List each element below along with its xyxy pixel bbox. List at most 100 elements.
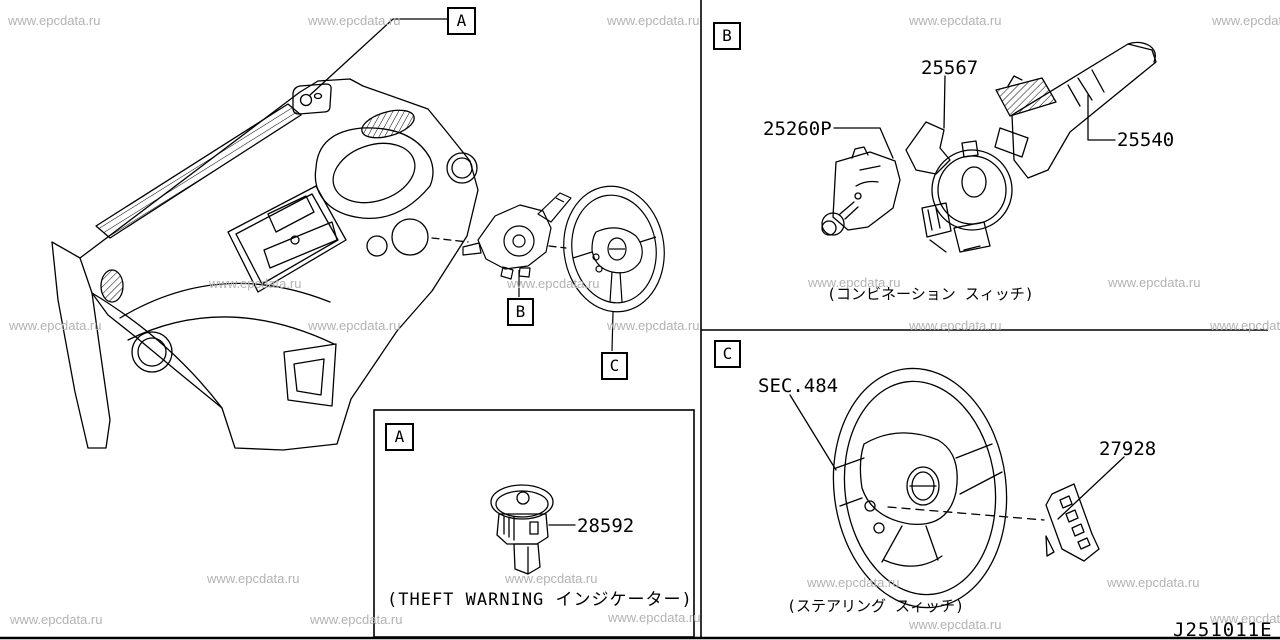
section-b-letter: B xyxy=(722,26,732,45)
switch-button-1 xyxy=(1059,495,1073,509)
diagram-code: J251011E xyxy=(1173,619,1273,640)
hub-pad xyxy=(591,227,643,274)
emblem xyxy=(607,237,627,261)
side-vent-inner xyxy=(451,157,473,179)
connector-block-1 xyxy=(921,202,952,238)
wheel-emblem-outer xyxy=(906,466,940,506)
console-vent-outer xyxy=(131,331,173,373)
section-b-label-box: B xyxy=(713,22,741,50)
connector-tab-2 xyxy=(518,267,531,278)
steering-switch-body xyxy=(1045,483,1100,562)
leader-25567 xyxy=(943,75,946,129)
hazard-button xyxy=(290,235,300,245)
callout-b-letter: B xyxy=(515,302,526,321)
column-dial-large xyxy=(391,218,429,256)
console-opening-inner xyxy=(293,358,325,396)
stalk-upper xyxy=(537,192,572,223)
stalk-tip xyxy=(1127,41,1156,63)
dashboard-outline xyxy=(79,78,479,451)
wheel-spoke-b1 xyxy=(881,525,903,563)
section-c-caption: (ステアリング スィッチ) xyxy=(787,597,965,615)
wheel-spoke-r1 xyxy=(955,443,993,459)
rim-outer xyxy=(563,185,665,313)
section-a-letter: A xyxy=(394,427,405,446)
spiral-cable-fins xyxy=(905,121,951,175)
defroster-grille xyxy=(95,103,302,239)
callout-a-letter: A xyxy=(456,11,467,30)
wheel-spoke-l2 xyxy=(839,497,863,507)
leader-27928 xyxy=(1057,456,1125,520)
callout-box-c: C xyxy=(601,352,628,380)
wiper-mount-tab xyxy=(1007,75,1023,87)
indicator-hole xyxy=(299,93,313,107)
dash-link-1 xyxy=(431,237,469,243)
stalk-band-3 xyxy=(1091,69,1105,93)
turnsignal-screw xyxy=(854,192,862,200)
spoke-lower-2 xyxy=(619,271,623,303)
section-a-label-box: A xyxy=(385,423,414,451)
turnsignal-detail-1 xyxy=(859,165,881,171)
switch-tab xyxy=(1045,535,1055,557)
indicator-stem xyxy=(513,543,541,575)
wheel-spoke-l1 xyxy=(835,457,865,469)
connector-feet xyxy=(929,239,981,253)
leader-25540 xyxy=(1087,94,1116,141)
wheel-spoke-b2 xyxy=(925,525,939,561)
center-stack-audio xyxy=(263,221,338,269)
cluster-hood xyxy=(314,127,434,220)
dash-link-wheel-switch xyxy=(887,506,1045,521)
wiper-mount-face xyxy=(995,77,1057,117)
wheel-rim-inner xyxy=(843,380,997,596)
a-pillar-trim xyxy=(51,241,111,449)
wheel-hole-2 xyxy=(873,522,885,534)
spoke-hole-1 xyxy=(592,253,600,261)
stalk-left xyxy=(462,242,482,256)
section-a-box xyxy=(373,409,695,638)
lower-sweep xyxy=(91,292,223,409)
section-c-letter: C xyxy=(722,344,733,363)
center-stack-outer xyxy=(227,185,347,293)
indicator-dome-inner xyxy=(495,490,549,518)
stalk-band-2 xyxy=(1077,77,1093,101)
part-label-25540: 25540 xyxy=(1117,129,1175,151)
section-a-caption: (THEFT WARNING インジケーター) xyxy=(387,590,693,610)
indicator-hole-small xyxy=(313,92,323,100)
left-vent-grille xyxy=(100,269,124,303)
part-label-25567: 25567 xyxy=(921,57,979,79)
spiral-cable-outer xyxy=(931,149,1013,231)
knob-band-1 xyxy=(839,201,855,215)
knob-band-2 xyxy=(844,206,859,220)
wheel-hole-1 xyxy=(864,500,876,512)
glovebox-line-1 xyxy=(119,282,331,319)
console-vent-inner xyxy=(137,337,167,367)
spoke-left xyxy=(572,251,593,259)
tweeter-grille xyxy=(361,109,415,139)
turnsignal-knob-outer xyxy=(821,212,845,236)
turnsignal-knob-inner xyxy=(821,220,837,236)
switch-ring xyxy=(503,225,535,257)
wheel-spoke-r2 xyxy=(959,471,1003,495)
spoke-lower-1 xyxy=(609,271,613,303)
flange-detail xyxy=(529,521,539,535)
callout-box-a: A xyxy=(447,7,476,35)
center-stack-inner xyxy=(235,193,339,285)
column-dial-small xyxy=(366,235,388,257)
callout-c-letter: C xyxy=(609,356,620,375)
section-c-label-box: C xyxy=(714,340,741,368)
callout-box-b: B xyxy=(507,298,534,326)
indicator-dome-outer xyxy=(490,484,554,520)
combination-switch-mini xyxy=(462,192,572,297)
switch-button-3 xyxy=(1071,523,1085,537)
connector-tab-1 xyxy=(500,266,514,280)
callout-a-leader xyxy=(309,18,448,96)
turnsignal-detail-2 xyxy=(855,180,879,187)
section-ref-label: SEC.484 xyxy=(758,375,839,397)
cluster-lens xyxy=(332,142,416,204)
part-label-27928: 27928 xyxy=(1099,438,1157,460)
switch-housing xyxy=(477,204,552,270)
leader-25260P xyxy=(833,127,894,159)
steering-wheel-mini xyxy=(563,185,665,352)
section-a-art xyxy=(490,484,576,575)
